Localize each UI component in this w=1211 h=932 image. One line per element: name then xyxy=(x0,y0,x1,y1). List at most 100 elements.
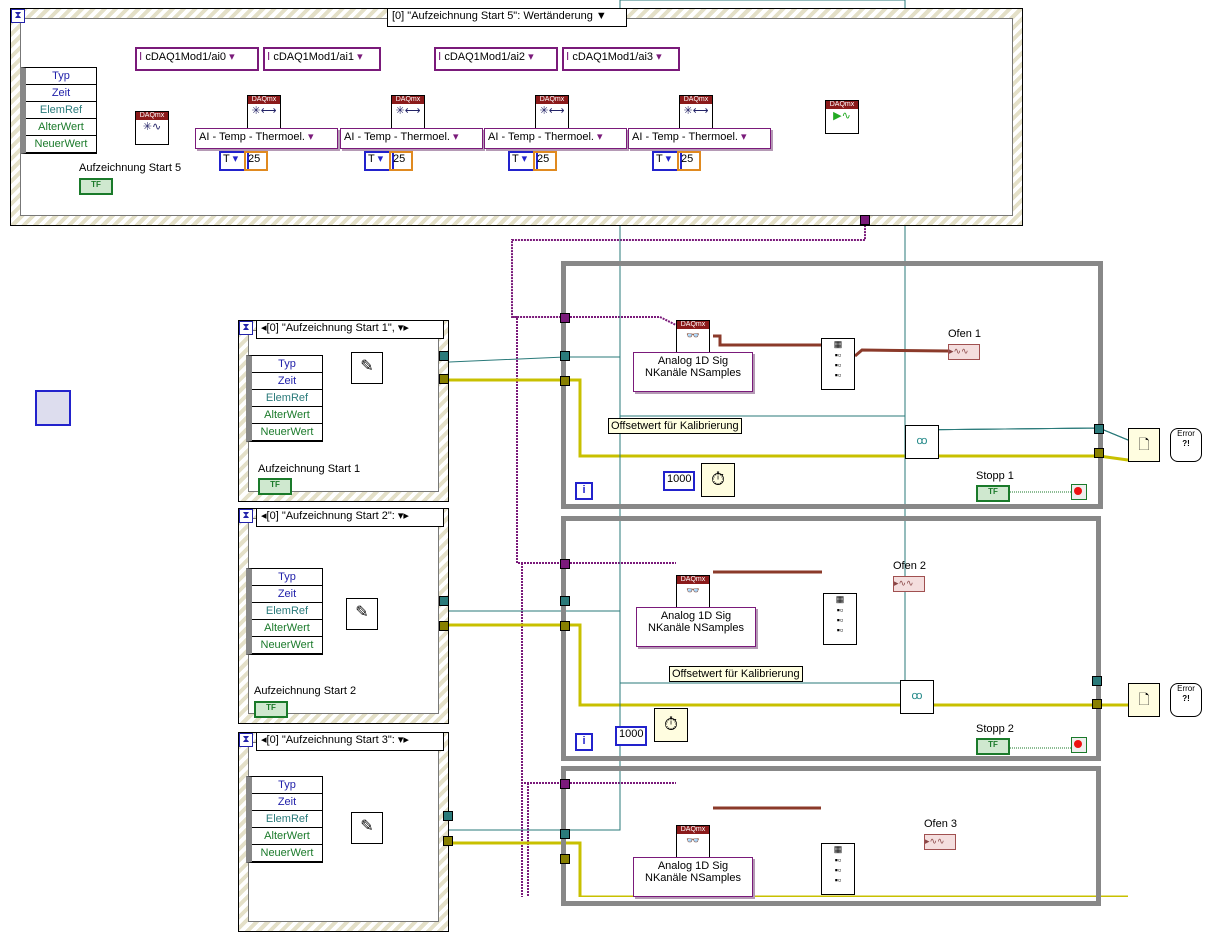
while-loop-2[interactable] xyxy=(561,516,1101,761)
event-structure-start-2[interactable]: ⧗ xyxy=(238,508,449,724)
event-data-item[interactable]: Zeit xyxy=(26,85,96,102)
event-data-item[interactable]: AlterWert xyxy=(252,407,322,424)
daqmx-create-channel-node[interactable]: DAQmx✳⟷ xyxy=(535,95,569,129)
index-array-node[interactable]: ▦▪▫▪▫▪▫ xyxy=(821,338,855,390)
channel-constant[interactable]: Ⅰ cDAQ1Mod1/ai2 ▾ xyxy=(434,47,558,71)
daqmx-create-task-node[interactable]: DAQmx✳∿ xyxy=(135,111,169,145)
cjc-value-constant[interactable]: 25 xyxy=(389,151,413,171)
daqmx-tag: DAQmx xyxy=(680,96,712,104)
metronome-wait-icon[interactable]: ⏱ xyxy=(701,463,735,497)
wait-ms-constant[interactable]: 1000 xyxy=(615,726,648,746)
daqmx-create-channel-node[interactable]: DAQmx✳⟷ xyxy=(391,95,425,129)
simple-error-handler-icon[interactable]: Error?! xyxy=(1170,683,1202,717)
stop-boolean-terminal[interactable]: TF xyxy=(976,485,1010,502)
tunnel-terminal xyxy=(560,621,570,631)
daqmx-start-task-node[interactable]: DAQmx▶∿ xyxy=(825,100,859,134)
daqmx-create-channel-node[interactable]: DAQmx✳⟷ xyxy=(679,95,713,129)
event-case-selector[interactable]: ◂[0] "Aufzeichnung Start 1", ▾▸ xyxy=(256,320,444,339)
event-data-item[interactable]: Typ xyxy=(26,68,96,85)
thermocouple-type-constant[interactable]: T ▾ xyxy=(364,151,394,171)
event-data-item[interactable]: NeuerWert xyxy=(252,637,322,654)
stop-boolean-terminal[interactable]: TF xyxy=(976,738,1010,755)
daqmx-create-channel-node[interactable]: DAQmx✳⟷ xyxy=(247,95,281,129)
event-data-item[interactable]: ElemRef xyxy=(252,603,322,620)
clear-task-icon[interactable]: 🗋 xyxy=(1128,683,1160,717)
event-data-item[interactable]: AlterWert xyxy=(252,828,322,845)
glasses-waveform-icon: 👓 xyxy=(686,835,700,847)
loop-stop-condition-icon[interactable] xyxy=(1071,737,1087,753)
index-array-node[interactable]: ▦▪▫▪▫▪▫ xyxy=(821,843,855,895)
tunnel-terminal xyxy=(560,313,570,323)
channel-constant[interactable]: Ⅰ cDAQ1Mod1/ai0 ▾ xyxy=(135,47,259,71)
daqmx-tag: DAQmx xyxy=(248,96,280,104)
event-data-item[interactable]: ElemRef xyxy=(252,390,322,407)
clear-task-icon[interactable]: 🗋 xyxy=(1128,428,1160,462)
channel-constant[interactable]: Ⅰ cDAQ1Mod1/ai1 ▾ xyxy=(263,47,381,71)
channel-type-selector[interactable]: AI - Temp - Thermoel. ▾ xyxy=(340,128,483,149)
daqmx-tag: DAQmx xyxy=(536,96,568,104)
channel-type-selector[interactable]: AI - Temp - Thermoel. ▾ xyxy=(484,128,627,149)
cjc-value-constant[interactable]: 25 xyxy=(533,151,557,171)
daqmx-read-node[interactable]: DAQmx👓 xyxy=(676,320,710,354)
property-read-glasses-icon[interactable]: ꝏ xyxy=(905,425,939,459)
event-data-item[interactable]: Zeit xyxy=(252,794,322,811)
event-data-item[interactable]: NeuerWert xyxy=(252,845,322,862)
cjc-value-constant[interactable]: 25 xyxy=(244,151,268,171)
event-data-item[interactable]: Zeit xyxy=(252,586,322,603)
simple-error-handler-icon[interactable]: Error?! xyxy=(1170,428,1202,462)
channel-constant[interactable]: Ⅰ cDAQ1Mod1/ai3 ▾ xyxy=(562,47,680,71)
event-data-item[interactable]: Typ xyxy=(252,356,322,373)
event-data-item[interactable]: ElemRef xyxy=(26,102,96,119)
value-property-node-pencil-icon[interactable]: ✎ xyxy=(351,352,383,384)
daqmx-read-node[interactable]: DAQmx👓 xyxy=(676,575,710,609)
event-data-item[interactable]: AlterWert xyxy=(26,119,96,136)
event-case-selector[interactable]: ◂[0] "Aufzeichnung Start 3": ▾▸ xyxy=(256,732,444,751)
waveform-chart-terminal[interactable]: ▸∿∿ xyxy=(893,576,925,592)
event-data-item[interactable]: NeuerWert xyxy=(26,136,96,153)
loop-stop-condition-icon[interactable] xyxy=(1071,484,1087,500)
property-read-glasses-icon[interactable]: ꝏ xyxy=(900,680,934,714)
thermocouple-type-constant[interactable]: T ▾ xyxy=(219,151,249,171)
event-case-selector[interactable]: [0] "Aufzeichnung Start 5": Wertänderung… xyxy=(387,8,627,27)
cjc-value-constant[interactable]: 25 xyxy=(677,151,701,171)
thermocouple-type-constant[interactable]: T ▾ xyxy=(508,151,538,171)
value-property-node-pencil-icon[interactable]: ✎ xyxy=(351,812,383,844)
waveform-chart-terminal[interactable]: ▸∿∿ xyxy=(924,834,956,850)
event-data-item[interactable]: Typ xyxy=(252,569,322,586)
metronome-wait-icon[interactable]: ⏱ xyxy=(654,708,688,742)
boolean-terminal[interactable]: TF xyxy=(258,478,292,495)
hourglass-icon: ⧗ xyxy=(239,509,253,523)
wait-ms-constant[interactable]: 1000 xyxy=(663,471,696,491)
index-array-node[interactable]: ▦▪▫▪▫▪▫ xyxy=(823,593,857,645)
event-data-item[interactable]: Zeit xyxy=(252,373,322,390)
boolean-terminal[interactable]: TF xyxy=(79,178,113,195)
channel-type-selector[interactable]: AI - Temp - Thermoel. ▾ xyxy=(195,128,338,149)
create-channel-icon: ✳⟷ xyxy=(395,105,421,117)
thermocouple-type-constant[interactable]: T ▾ xyxy=(652,151,682,171)
channel-type: AI - Temp - Thermoel. xyxy=(199,131,305,143)
waveform-chart-terminal[interactable]: ▸∿∿ xyxy=(948,344,980,360)
value-property-node-pencil-icon[interactable]: ✎ xyxy=(346,598,378,630)
event-data-item[interactable]: Typ xyxy=(252,777,322,794)
io-icon: Ⅰ xyxy=(566,51,570,63)
event-data-item[interactable]: NeuerWert xyxy=(252,424,322,441)
daqmx-read-node[interactable]: DAQmx👓 xyxy=(676,825,710,859)
dropdown-arrow-icon: ▾ xyxy=(229,51,235,63)
dropdown-arrow-icon: ▾ xyxy=(232,153,239,165)
event-case-selector[interactable]: ◂[0] "Aufzeichnung Start 2": ▾▸ xyxy=(256,508,444,527)
front-panel-reference-icon[interactable] xyxy=(35,390,71,426)
event-data-item[interactable]: AlterWert xyxy=(252,620,322,637)
event-data-item[interactable]: ElemRef xyxy=(252,811,322,828)
channel-name: cDAQ1Mod1/ai1 xyxy=(273,51,355,63)
channel-type-selector[interactable]: AI - Temp - Thermoel. ▾ xyxy=(628,128,771,149)
boolean-terminal[interactable]: TF xyxy=(254,701,288,718)
tunnel-terminal xyxy=(560,829,570,839)
daqmx-tag: DAQmx xyxy=(136,112,168,120)
